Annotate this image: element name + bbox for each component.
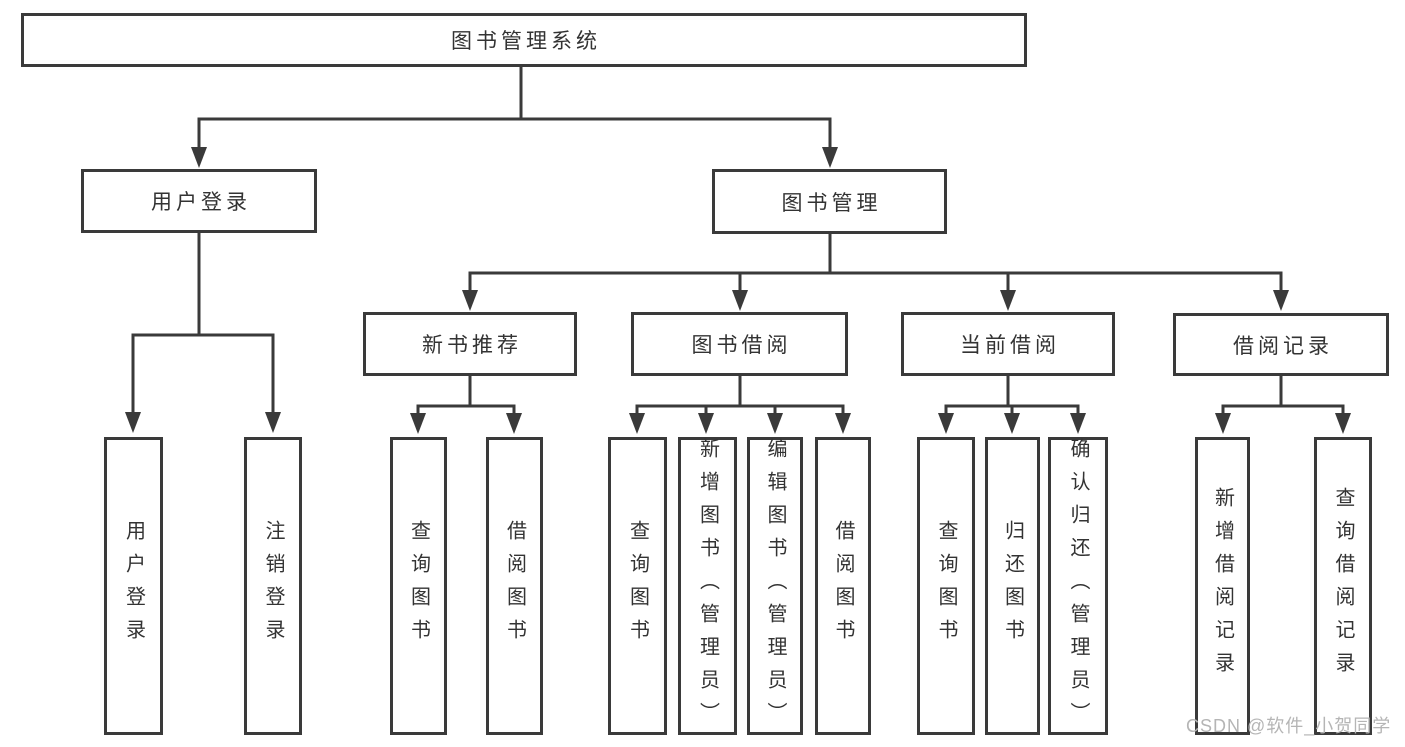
leaf-logout: 注销登录 [244,437,302,735]
arrowhead [629,413,645,434]
node-root: 图书管理系统 [21,13,1027,67]
leaf-bb-edit-books-admin: 编辑图书（管理员） [747,437,803,735]
edges-root [191,65,838,168]
node-root-label: 图书管理系统 [451,30,601,53]
edges-book-borrow [629,374,851,434]
arrowhead [462,290,478,311]
leaf-logout-label: 注销登录 [262,520,284,652]
edges-book-mgmt [462,232,1289,311]
node-borrow-records-label: 借阅记录 [1233,334,1333,358]
edges-current-borrow [938,374,1086,434]
leaf-br-query-record-label: 查询借阅记录 [1332,487,1354,685]
arrowhead [1004,413,1020,434]
node-book-mgmt: 图书管理 [712,169,947,234]
leaf-cb-query-books: 查询图书 [917,437,975,735]
arrowhead [835,413,851,434]
node-new-book-recommend: 新书推荐 [363,312,577,376]
leaf-br-query-record: 查询借阅记录 [1314,437,1372,735]
edges-user-login [125,231,281,433]
node-user-login-label: 用户登录 [151,191,251,214]
leaf-cb-confirm-return-admin-label: 确认归还（管理员） [1067,437,1089,735]
arrowhead [1070,413,1086,434]
arrowhead [191,147,207,168]
arrowhead [506,413,522,434]
leaf-nb-query-books: 查询图书 [390,437,447,735]
leaf-bb-query-books: 查询图书 [608,437,667,735]
arrowhead [265,412,281,433]
node-borrow-records: 借阅记录 [1173,313,1389,376]
arrowhead [410,413,426,434]
watermark: CSDN @软件_小贺同学 [1186,716,1392,736]
leaf-cb-return-books: 归还图书 [985,437,1040,735]
leaf-nb-borrow-books: 借阅图书 [486,437,543,735]
leaf-bb-add-books-admin-label: 新增图书（管理员） [696,437,719,735]
arrowhead [1215,413,1231,434]
leaf-user-login-label: 用户登录 [122,520,145,652]
arrowhead [1000,290,1016,311]
node-book-borrow: 图书借阅 [631,312,848,376]
arrowhead [1335,413,1351,434]
leaf-bb-borrow-books: 借阅图书 [815,437,871,735]
leaf-bb-add-books-admin: 新增图书（管理员） [678,437,737,735]
arrowhead [938,413,954,434]
leaf-bb-borrow-books-label: 借阅图书 [832,520,854,652]
leaf-user-login: 用户登录 [104,437,163,735]
arrowhead [698,413,714,434]
leaf-br-add-record-label: 新增借阅记录 [1211,487,1234,685]
leaf-nb-borrow-books-label: 借阅图书 [503,520,526,652]
leaf-cb-confirm-return-admin: 确认归还（管理员） [1048,437,1108,735]
leaf-bb-query-books-label: 查询图书 [626,520,649,652]
leaf-br-add-record: 新增借阅记录 [1195,437,1250,735]
node-current-borrow-label: 当前借阅 [960,334,1060,357]
leaf-cb-return-books-label: 归还图书 [1001,520,1024,652]
arrowhead [767,413,783,434]
arrowhead [732,290,748,311]
arrowhead [1273,290,1289,311]
arrowhead [822,147,838,168]
node-current-borrow: 当前借阅 [901,312,1115,376]
leaf-nb-query-books-label: 查询图书 [407,520,430,652]
edges-new-books [410,374,522,434]
leaf-bb-edit-books-admin-label: 编辑图书（管理员） [764,437,786,735]
leaf-cb-query-books-label: 查询图书 [935,520,957,652]
node-book-borrow-label: 图书借阅 [691,334,792,357]
node-user-login: 用户登录 [81,169,317,233]
edges-borrow-records [1215,374,1351,434]
arrowhead [125,412,141,433]
node-new-book-recommend-label: 新书推荐 [422,334,522,357]
node-book-mgmt-label: 图书管理 [781,191,882,215]
